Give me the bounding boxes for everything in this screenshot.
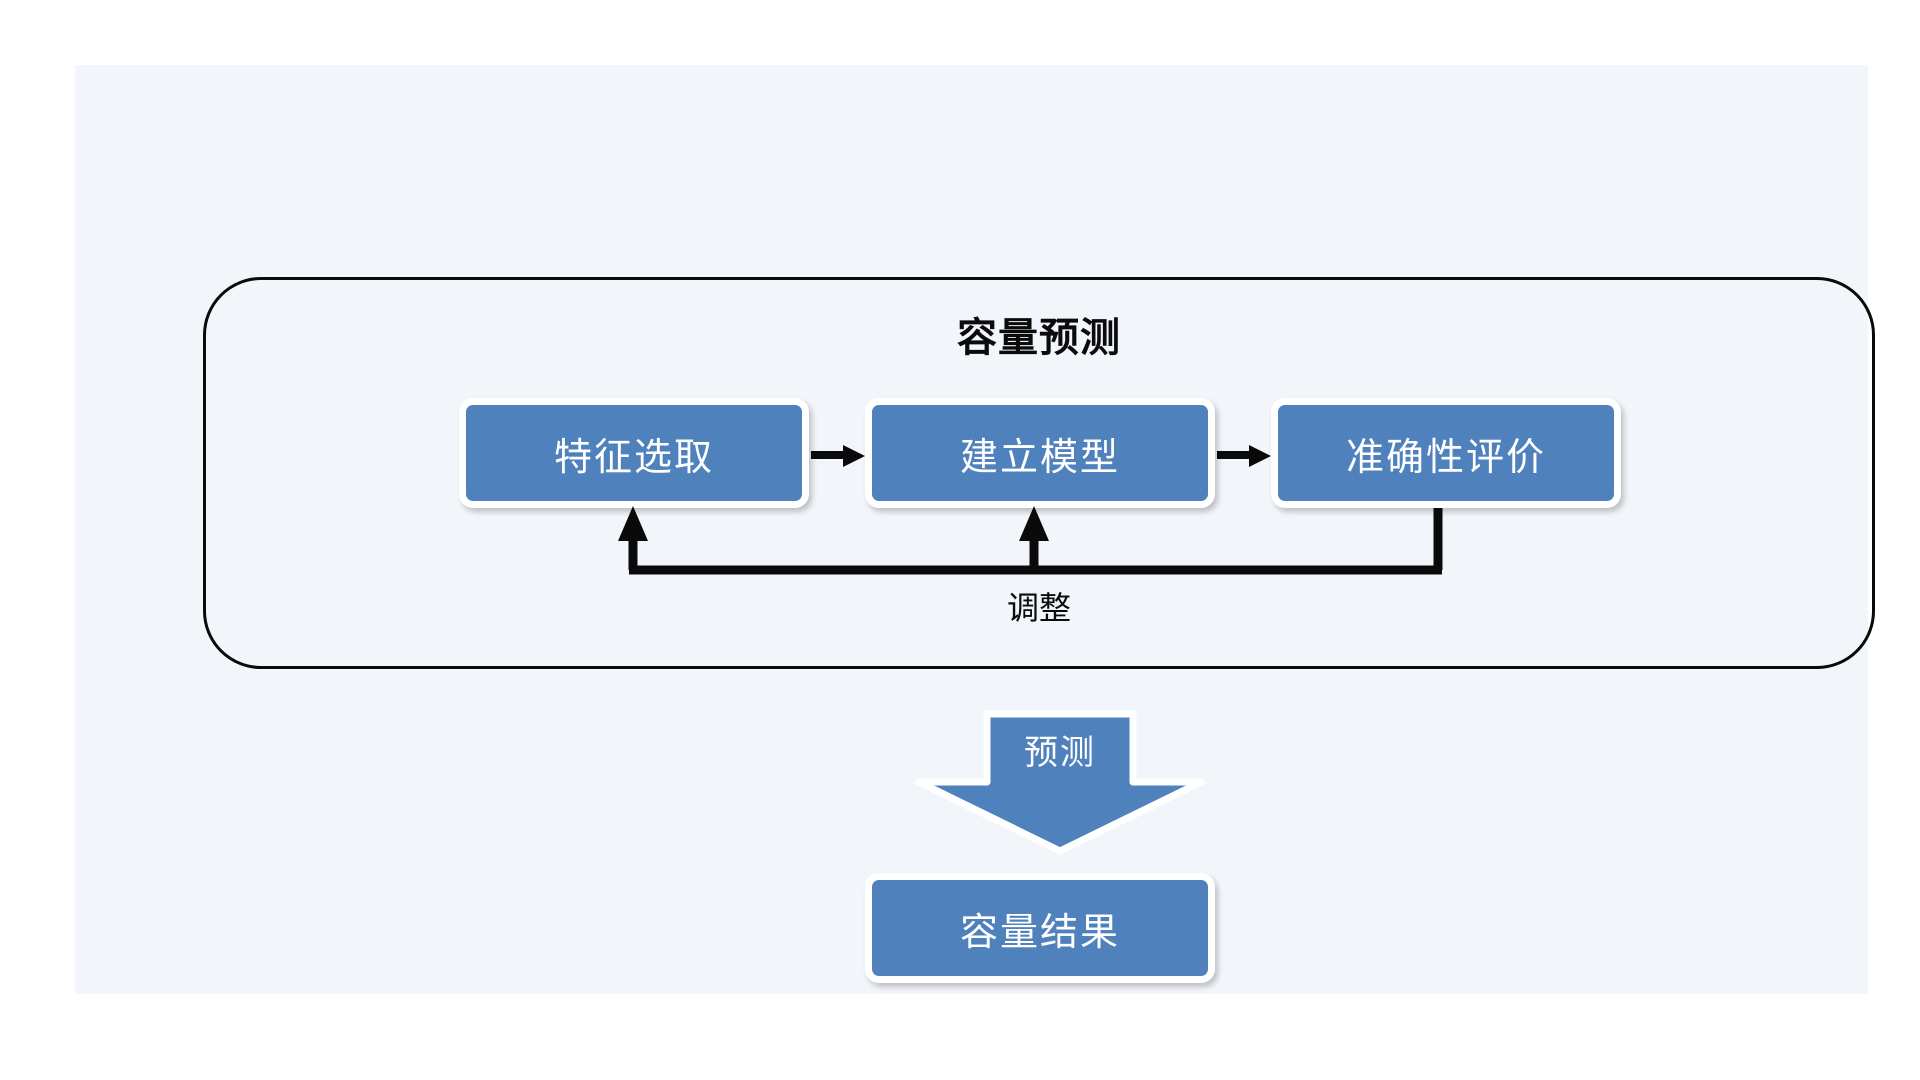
arrow-model-to-accuracy: [1217, 445, 1271, 467]
slide-canvas: 容量预测 特征选取 建立模型 准确性评价: [75, 65, 1875, 994]
arrow-feature-to-model: [811, 445, 865, 467]
arrow-head-icon: [843, 445, 865, 467]
arrow-shaft: [811, 451, 847, 459]
group-title: 容量预测: [957, 316, 1121, 360]
process-box-accuracy-evaluation[interactable]: 准确性评价: [1271, 398, 1621, 508]
feedback-label: 调整: [1006, 590, 1071, 626]
process-box-feature-selection[interactable]: 特征选取: [459, 398, 809, 508]
result-box-capacity-result[interactable]: 容量结果: [865, 873, 1215, 983]
arrow-shaft: [1217, 451, 1253, 459]
prediction-arrow-label: 预测: [1024, 734, 1096, 772]
process-box-build-model[interactable]: 建立模型: [865, 398, 1215, 508]
prediction-block-arrow-icon: [915, 710, 1205, 855]
arrow-head-icon: [1249, 445, 1271, 467]
capacity-forecast-group: [203, 277, 1875, 669]
